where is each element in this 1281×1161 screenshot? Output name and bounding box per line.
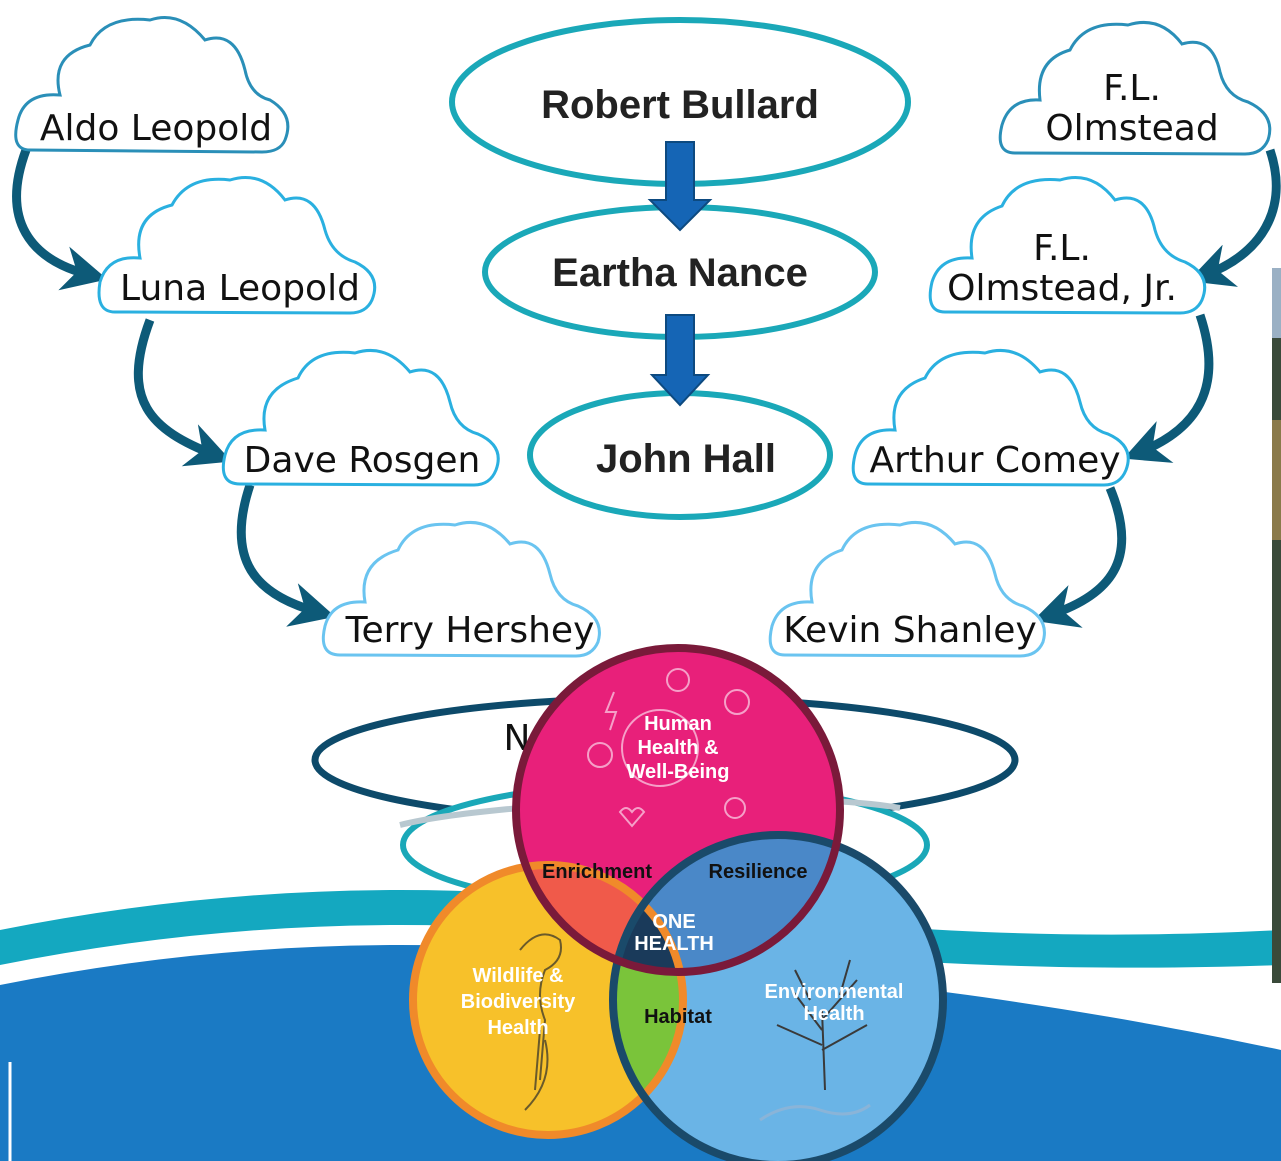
center-lineage: Robert Bullard Eartha Nance John Hall [449, 17, 911, 520]
center-arrow-1 [647, 141, 713, 232]
one-health-label-2: HEALTH [634, 933, 714, 955]
enrichment-region [516, 865, 683, 972]
habitat-label: Habitat [644, 1006, 712, 1028]
cloud-shape [998, 20, 1272, 156]
wildlife-label-1: Wildlife & [473, 965, 564, 987]
arrow-left-3 [236, 483, 336, 627]
cloud-label: Luna Leopold [120, 268, 360, 309]
wildlife-border [409, 861, 687, 1139]
left-cloud-1: Aldo Leopold [14, 16, 290, 154]
cloud-label-line2: Olmstead, Jr. [947, 268, 1177, 309]
photo-edge [1272, 268, 1281, 983]
cloud-label: Terry Hershey [345, 610, 595, 651]
oval-label: Eartha Nance [552, 251, 808, 295]
lungs-icon [724, 797, 746, 819]
left-cloud-3: Dave Rosgen [221, 348, 500, 487]
right-cloud-3: Arthur Comey [851, 348, 1130, 487]
one-health-label-1: ONE [652, 911, 695, 933]
heart-icon [618, 807, 646, 828]
cloud-shape [221, 348, 500, 487]
right-cloud-4: Kevin Shanley [768, 520, 1046, 658]
right-cloud-2: F.L. Olmstead, Jr. [928, 176, 1207, 315]
resilience-region [613, 835, 840, 972]
environmental-label-2: Health [803, 1003, 864, 1025]
brain-icon [587, 742, 613, 768]
one-health-venn: Human Health & Well-Being Wildlife & Bio… [409, 644, 947, 1161]
left-cloud-4: Terry Hershey [321, 520, 601, 658]
human-label-2: Health & [637, 737, 718, 759]
cloud-shape [768, 520, 1046, 658]
cloud-label-line1: F.L. [1033, 228, 1091, 269]
cloud-shape [14, 16, 290, 154]
cloud-label-line1: F.L. [1103, 68, 1161, 109]
human-border [512, 644, 844, 976]
oval-label: Robert Bullard [541, 83, 819, 127]
enrichment-label: Enrichment [542, 861, 652, 883]
cloud-shape [851, 348, 1130, 487]
cloud-label: Dave Rosgen [244, 440, 481, 481]
photo-strip [1272, 268, 1281, 983]
lightning-icon [604, 691, 618, 731]
left-arrows [12, 148, 336, 627]
center-arrow-2 [649, 314, 711, 407]
sun-icon [666, 668, 690, 692]
cloud-label: Arthur Comey [869, 440, 1120, 481]
cloud-label: Kevin Shanley [783, 610, 1037, 651]
resilience-label: Resilience [709, 861, 808, 883]
left-cloud-2: Luna Leopold [97, 176, 377, 315]
oval-label: John Hall [596, 437, 776, 481]
background-waves [0, 890, 1281, 1161]
wildlife-label-2: Biodiversity [461, 991, 576, 1013]
arrow-right-2 [1123, 313, 1214, 463]
river-icon [759, 1103, 871, 1122]
human-decorative-icons [587, 668, 750, 828]
tree-icon [759, 959, 871, 1122]
human-label-3: Well-Being [627, 761, 730, 783]
human-label-1: Human [644, 713, 712, 735]
right-arrows [1032, 148, 1281, 628]
cloud-shape [321, 520, 601, 658]
heron-icon [519, 933, 562, 1111]
cloud-label-line2: Olmstead [1045, 108, 1218, 149]
arrow-right-1 [1188, 148, 1281, 287]
arrow-left-2 [133, 318, 232, 467]
cloud-shape [928, 176, 1207, 315]
arrow-left-1 [12, 148, 108, 291]
wildlife-label-3: Health [487, 1017, 548, 1039]
photo-ground [1272, 420, 1281, 540]
cloud-shape [97, 176, 377, 315]
medical-cross-icon [724, 689, 750, 715]
right-cloud-1: F.L. Olmstead [998, 20, 1272, 156]
photo-sky [1272, 268, 1281, 338]
arrow-right-3 [1032, 486, 1127, 628]
environmental-label-1: Environmental [765, 981, 904, 1003]
mind-ring-icon [621, 709, 699, 787]
environmental-border [609, 831, 947, 1161]
cloud-label: Aldo Leopold [40, 108, 272, 149]
